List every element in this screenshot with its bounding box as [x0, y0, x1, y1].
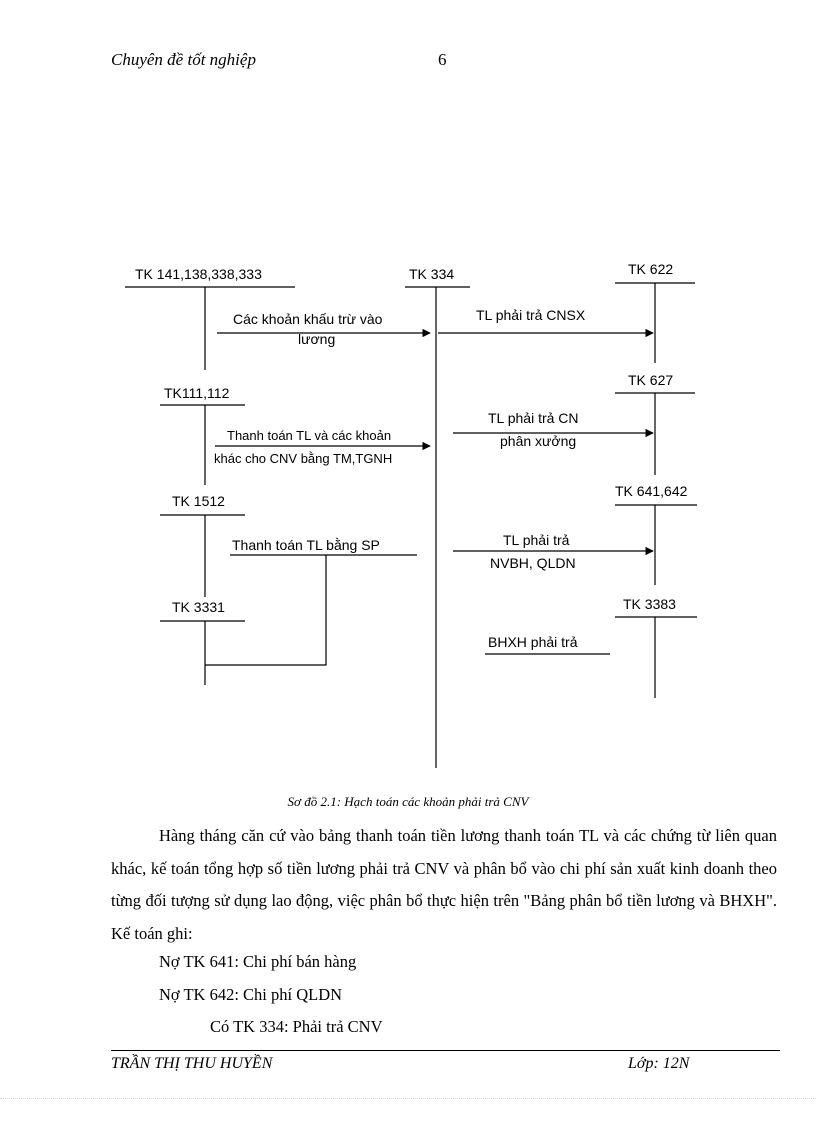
tk3331-label: TK 3331 — [172, 599, 225, 615]
footer-class: Lớp: 12N — [628, 1055, 690, 1072]
flow-nvbh-line2: NVBH, QLDN — [490, 555, 576, 571]
page-number: 6 — [438, 50, 447, 69]
flow-khau-tru-line2: lương — [298, 331, 335, 347]
sp-connector — [205, 555, 327, 666]
flow-nvbh-line1: TL phải trả — [503, 532, 570, 548]
entry-no-642: Nợ TK 642: Chi phí QLDN — [159, 985, 343, 1004]
body-paragraph: Hàng tháng căn cứ vào bảng thanh toán ti… — [111, 826, 777, 943]
page-edge-divider — [0, 1098, 816, 1099]
entry-co-334: Có TK 334: Phải trả CNV — [210, 1017, 383, 1036]
flow-thanh-toan-line1: Thanh toán TL và các khoản — [227, 428, 391, 443]
flow-khau-tru-line1: Các khoản khấu trừ vào — [233, 311, 383, 327]
tk641-label: TK 641,642 — [615, 483, 688, 499]
tk622-label: TK 622 — [628, 261, 673, 277]
tk141-label: TK 141,138,338,333 — [135, 266, 262, 282]
tk627-label: TK 627 — [628, 372, 673, 388]
footer-author: TRẦN THỊ THU HUYỀN — [111, 1055, 273, 1072]
diagram-caption: Sơ đồ 2.1: Hạch toán các khoản phải trả … — [287, 794, 529, 809]
flow-thanh-toan-line2: khác cho CNV bằng TM,TGNH — [214, 451, 392, 466]
accounting-diagram: TK 141,138,338,333 TK 334 TK 622 TK111,1… — [125, 261, 697, 768]
tk1512-label: TK 1512 — [172, 493, 225, 509]
tk111-label: TK111,112 — [164, 385, 230, 401]
tk334-label: TK 334 — [409, 266, 454, 282]
flow-cn-px-line2: phân xưởng — [500, 433, 576, 449]
footer-divider — [111, 1050, 780, 1051]
flow-cn-px-line1: TL phải trả CN — [488, 410, 579, 426]
flow-sp: Thanh toán TL bằng SP — [232, 537, 380, 553]
flow-bhxh: BHXH phải trả — [488, 634, 578, 650]
header-title: Chuyên đề tốt nghiệp — [111, 50, 256, 69]
tk3383-label: TK 3383 — [623, 596, 676, 612]
entry-no-641: Nợ TK 641: Chi phí bán hàng — [159, 952, 357, 971]
flow-cnsx: TL phải trả CNSX — [476, 307, 586, 323]
